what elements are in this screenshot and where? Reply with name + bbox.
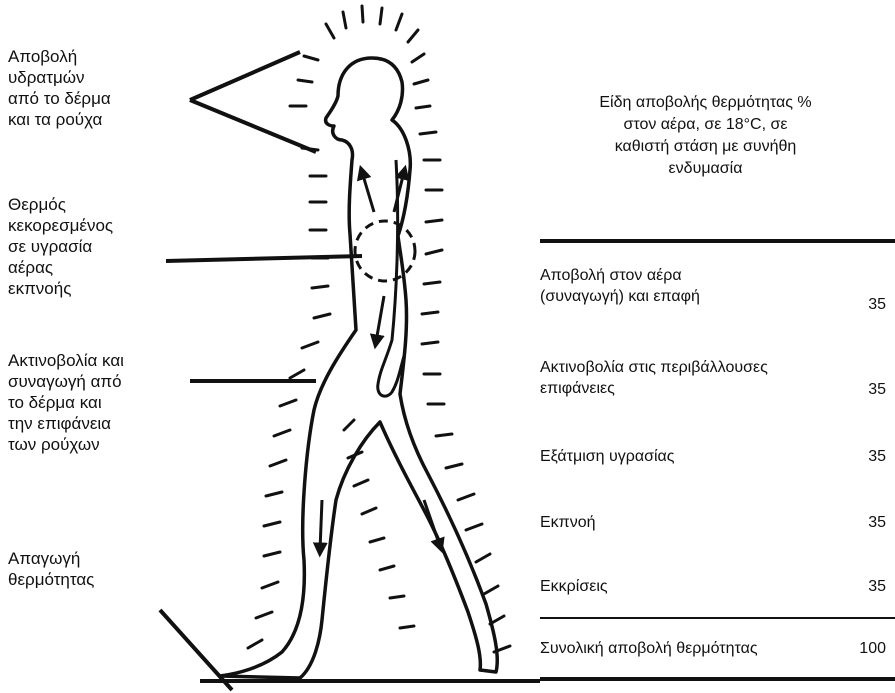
arrow-down-leg-right xyxy=(424,500,440,546)
label-evaporation: Αποβολή υδρατμών από το δέρμα και τα ρού… xyxy=(8,46,111,130)
label-conduction: Απαγωγή θερμότητας xyxy=(8,548,94,590)
row-value: 35 xyxy=(868,379,886,400)
arrow-down-leg-left xyxy=(320,500,322,550)
row-name: Εκκρίσεις xyxy=(540,576,608,597)
table-title: Είδη αποβολής θερμότητας % στον αέρα, σε… xyxy=(528,92,883,180)
leader-conduction xyxy=(160,610,232,690)
table-top-rule xyxy=(540,239,895,243)
row-name: Αποβολή στον αέρα (συναγωγή) και επαφή xyxy=(540,265,700,307)
leader-evaporation-upper xyxy=(190,52,300,100)
row-value: 35 xyxy=(868,294,886,315)
body-outline xyxy=(220,58,497,678)
arrow-down-torso xyxy=(376,296,384,342)
total-name: Συνολική αποβολή θερμότητας xyxy=(540,638,758,659)
row-name: Ακτινοβολία στις περιβάλλουσες επιφάνειε… xyxy=(540,357,768,399)
row-value: 35 xyxy=(868,512,886,533)
row-name: Εκπνοή xyxy=(540,512,596,533)
label-exhaled-air: Θερμός κεκορεσμένος σε υγρασία αέρας εκπ… xyxy=(8,194,113,299)
table-total-rule xyxy=(540,617,895,619)
row-name: Εξάτμιση υγρασίας xyxy=(540,446,674,467)
table-bottom-rule xyxy=(540,677,895,681)
lungs-circle xyxy=(355,221,415,281)
leader-evaporation-lower xyxy=(190,100,316,152)
row-value: 35 xyxy=(868,446,886,467)
label-radiation: Ακτινοβολία και συναγωγή από το δέρμα κα… xyxy=(8,350,124,455)
total-value: 100 xyxy=(859,638,886,659)
arrow-up-left xyxy=(362,172,374,212)
row-value: 35 xyxy=(868,576,886,597)
leader-exhaled-air xyxy=(166,256,362,261)
